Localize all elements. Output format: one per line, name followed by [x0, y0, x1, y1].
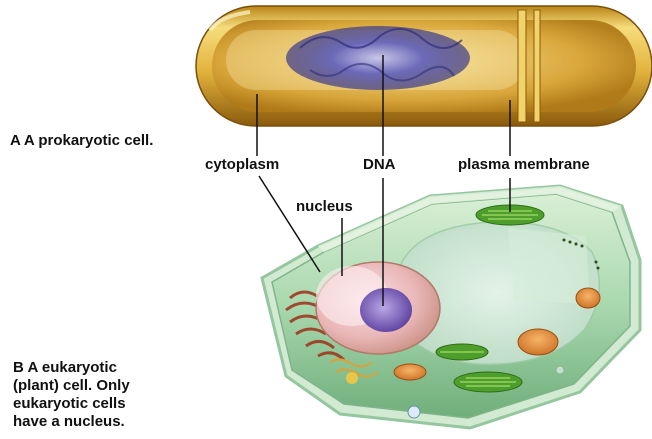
label-plasma-membrane: plasma membrane [458, 156, 590, 173]
caption-eukaryotic-line-4: have a nucleus. [13, 413, 228, 431]
label-cytoplasm: cytoplasm [205, 156, 279, 173]
plant-cytoplasm-leader-line [259, 176, 320, 272]
caption-eukaryotic: B A eukaryotic (plant) cell. Only eukary… [13, 359, 228, 431]
eukaryotic-plant-cell [262, 186, 640, 428]
caption-eukaryotic-line-2: (plant) cell. Only [13, 377, 228, 395]
label-dna: DNA [363, 156, 396, 173]
caption-prokaryotic: A A prokaryotic cell. [10, 132, 153, 149]
label-nucleus: nucleus [296, 198, 353, 215]
prokaryotic-cell [196, 6, 652, 126]
caption-eukaryotic-line-3: eukaryotic cells [13, 395, 228, 413]
caption-eukaryotic-line-1: B A eukaryotic [13, 359, 228, 377]
